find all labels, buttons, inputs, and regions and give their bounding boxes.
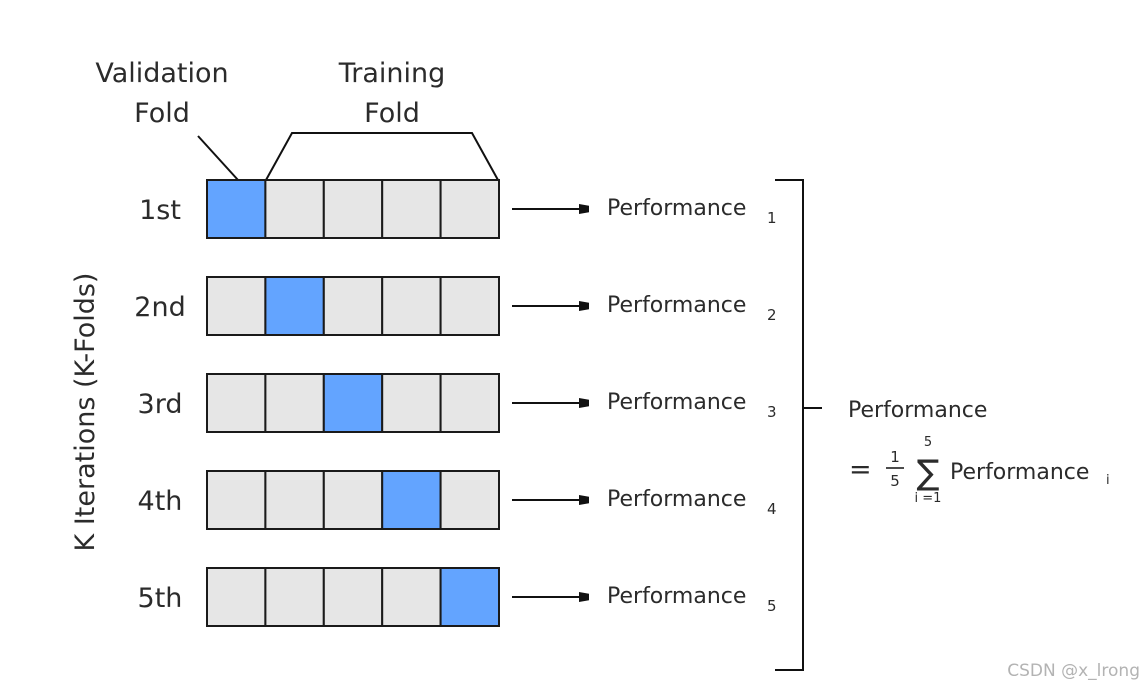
fold-row: 2nd Performance 2	[134, 276, 777, 336]
formula-fraction-numerator: 1	[890, 448, 900, 466]
training-fold-cell	[439, 470, 501, 530]
training-fold-cell	[381, 567, 442, 627]
validation-fold-cell	[439, 567, 501, 627]
summary-bracket	[775, 179, 822, 671]
training-label-line1: Training	[338, 58, 446, 89]
performance-subscript: 3	[767, 403, 777, 421]
performance-subscript: 1	[767, 209, 777, 227]
training-fold-cell	[264, 373, 325, 433]
iteration-label: 3rd	[138, 389, 183, 420]
iteration-label: 5th	[138, 583, 183, 614]
fold-row: 1st Performance 1	[139, 179, 777, 239]
training-fold-cell	[206, 470, 267, 530]
training-fold-cell	[264, 179, 325, 239]
training-fold-cell	[206, 567, 267, 627]
performance-label: Performance	[607, 584, 746, 609]
performance-label: Performance	[607, 293, 746, 318]
iteration-label: 1st	[139, 195, 181, 226]
training-fold-cell	[439, 373, 501, 433]
training-fold-cell	[322, 470, 384, 530]
training-fold-cell	[381, 179, 442, 239]
training-fold-cell	[264, 470, 325, 530]
training-fold-cell	[439, 276, 501, 336]
validation-label-line2: Fold	[134, 98, 190, 129]
performance-subscript: 2	[767, 306, 777, 324]
training-fold-cell	[322, 567, 384, 627]
fold-row: 4th Performance 4	[138, 470, 777, 530]
formula-term-subscript: i	[1106, 473, 1110, 488]
performance-subscript: 5	[767, 597, 777, 615]
average-formula: Performance = 1 5 5 ∑ i =1 Performance i	[848, 398, 1110, 506]
training-fold-cell	[381, 373, 442, 433]
iteration-label: 4th	[138, 486, 183, 517]
training-fold-cell	[264, 567, 325, 627]
validation-fold-cell	[264, 276, 325, 336]
formula-fraction-denominator: 5	[890, 472, 900, 490]
training-label-line2: Fold	[364, 98, 420, 129]
formula-equals: =	[849, 454, 872, 485]
k-iterations-axis-label: K Iterations (K-Folds)	[70, 273, 101, 552]
training-fold-cell	[322, 179, 384, 239]
watermark: CSDN @x_lrong	[1007, 661, 1140, 681]
formula-term: Performance	[950, 460, 1089, 485]
performance-label: Performance	[607, 196, 746, 221]
validation-fold-cell	[381, 470, 442, 530]
training-fold-cell	[381, 276, 442, 336]
sigma-icon: ∑	[917, 453, 940, 493]
validation-label-line1: Validation	[95, 58, 228, 89]
training-fold-cell	[206, 276, 267, 336]
iteration-label: 2nd	[134, 292, 185, 323]
training-fold-cell	[322, 276, 384, 336]
formula-title: Performance	[848, 398, 987, 423]
performance-label: Performance	[607, 487, 746, 512]
validation-fold-cell	[322, 373, 384, 433]
training-fold-cell	[206, 373, 267, 433]
formula-sum-lower: i =1	[915, 491, 942, 506]
validation-pointer-line	[197, 135, 239, 181]
fold-row: 5th Performance 5	[138, 567, 777, 627]
training-fold-cell	[439, 179, 501, 239]
validation-fold-cell	[206, 179, 267, 239]
fold-row: 3rd Performance 3	[138, 373, 777, 433]
formula-sum-upper: 5	[924, 435, 932, 450]
training-bracket	[265, 132, 499, 181]
performance-subscript: 4	[767, 500, 777, 518]
performance-label: Performance	[607, 390, 746, 415]
